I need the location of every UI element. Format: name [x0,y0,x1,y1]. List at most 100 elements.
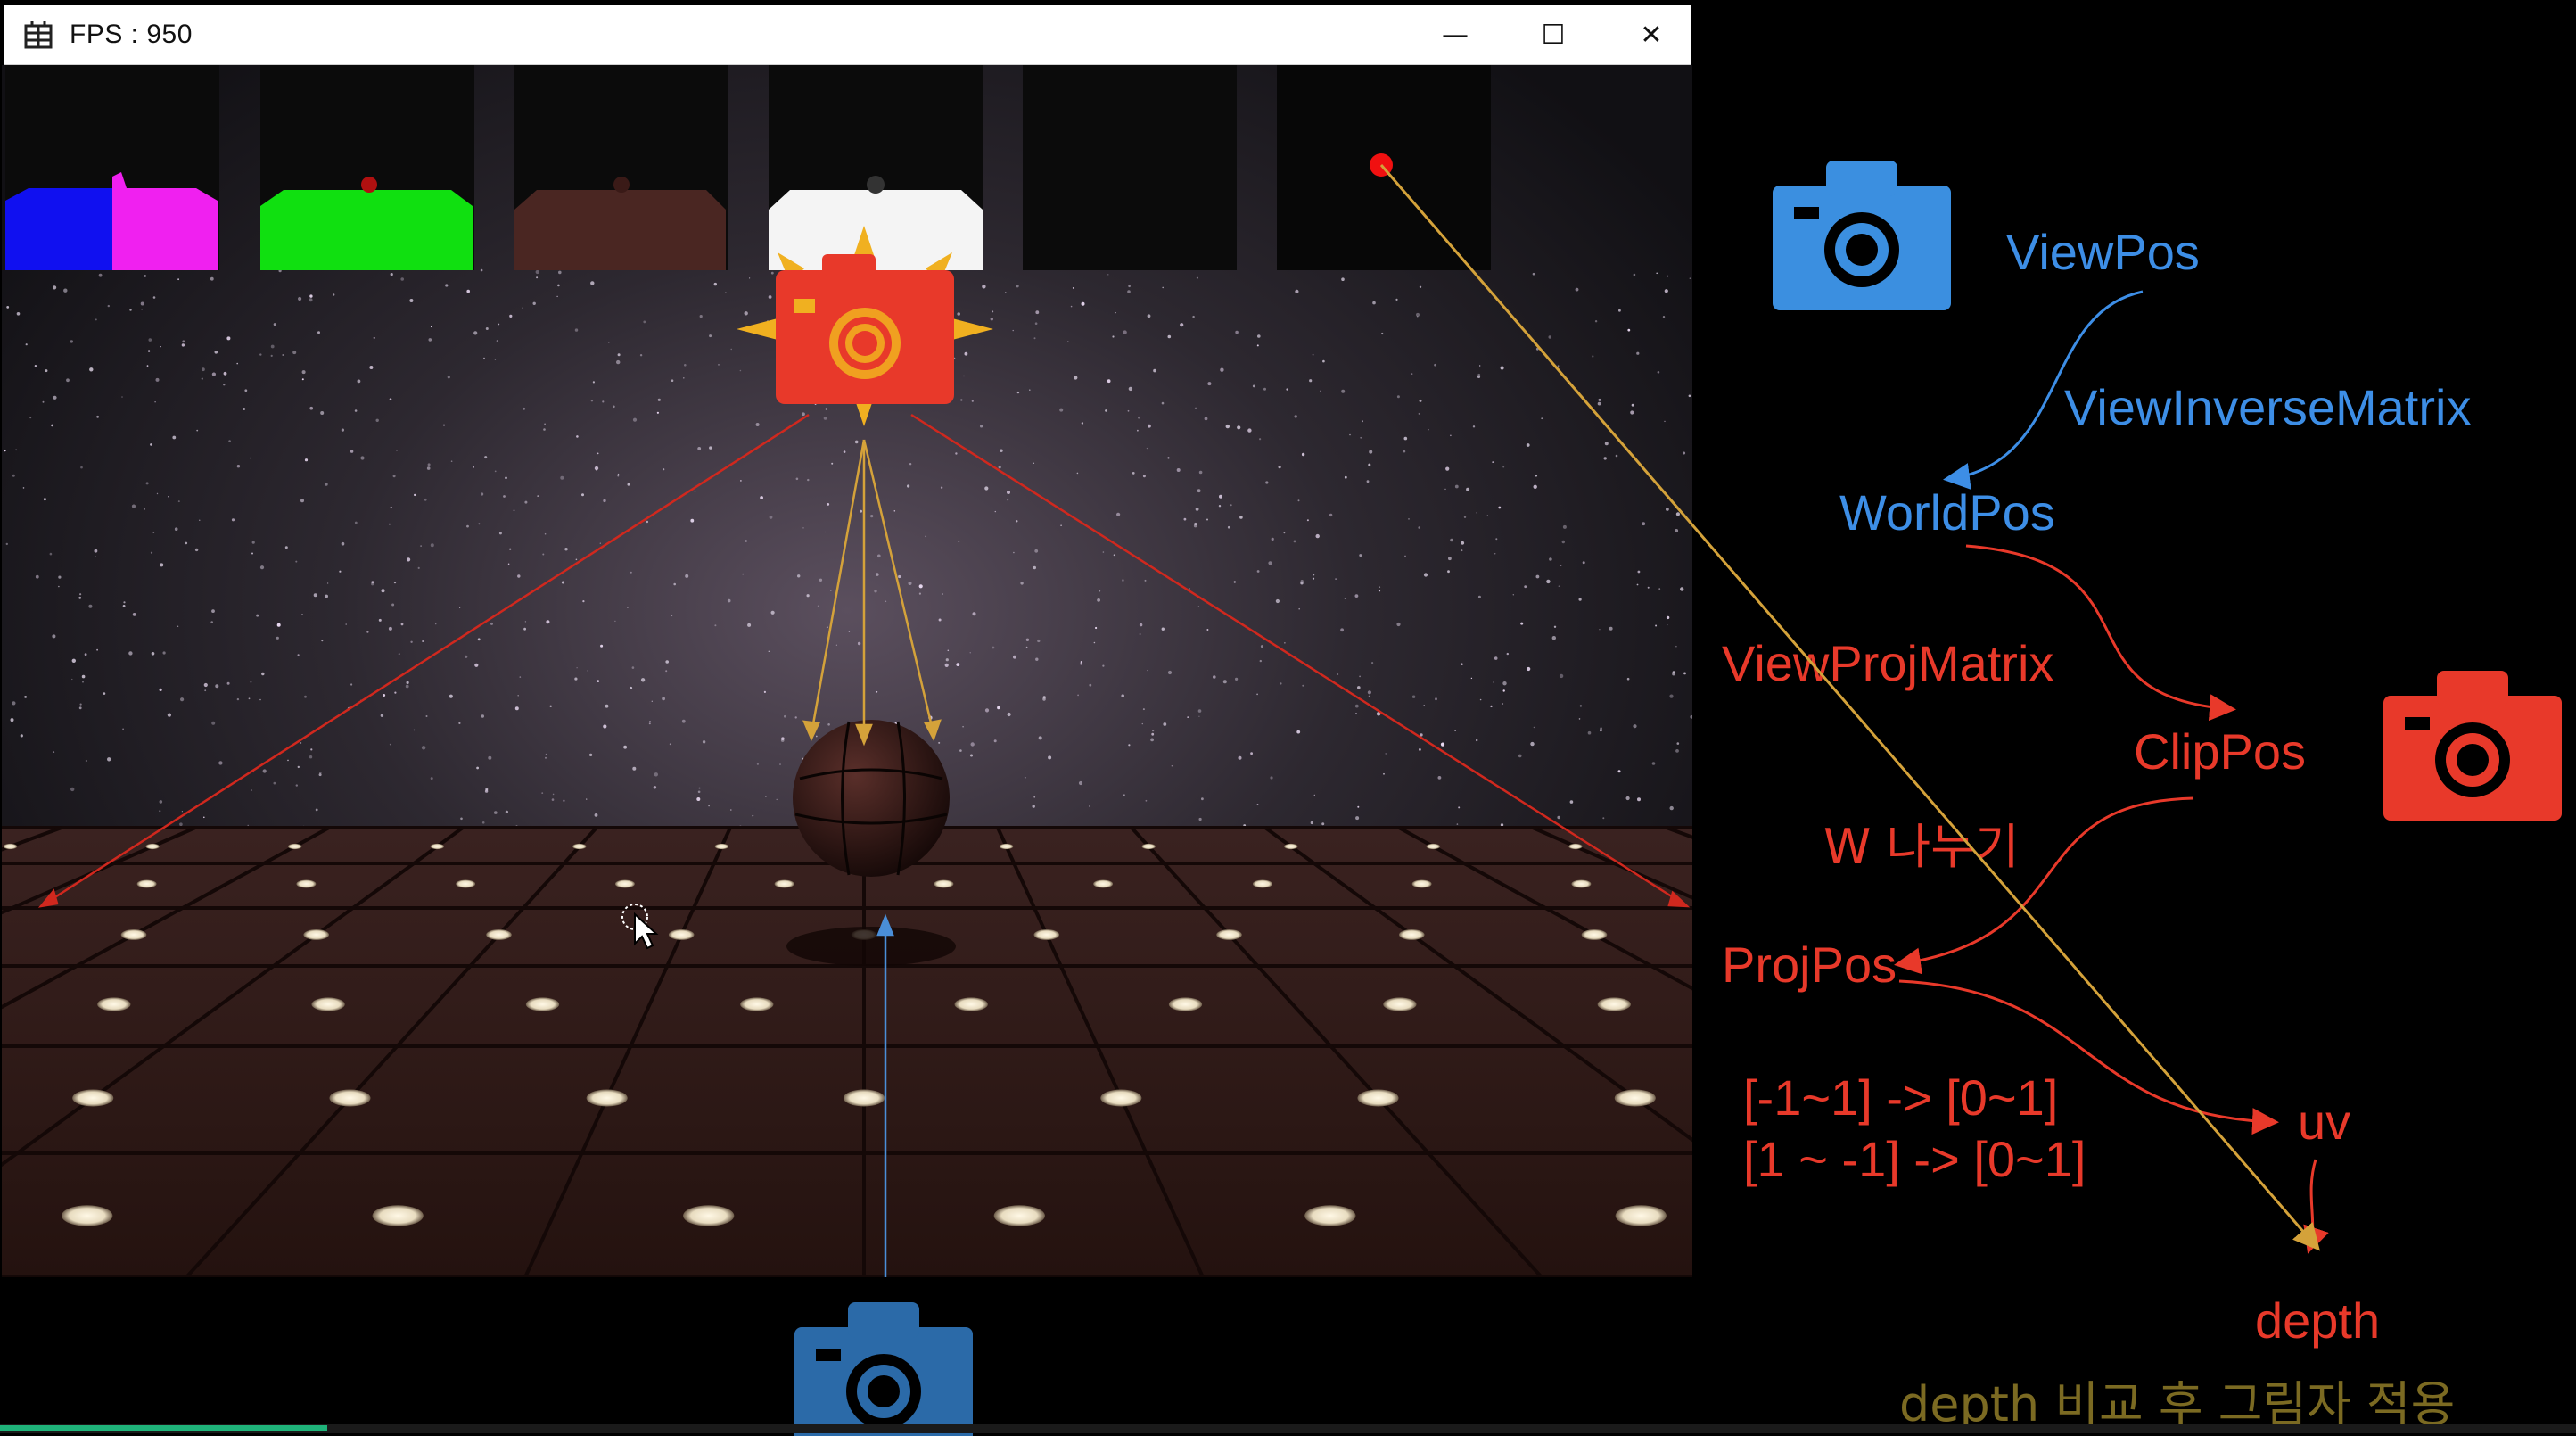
label-range-mapping-1: [-1~1] -> [0~1] [1743,1069,2059,1126]
star [371,581,374,584]
star [535,269,539,275]
star [503,495,506,498]
star [1662,316,1666,318]
star [631,666,635,669]
star [592,381,596,384]
floor-lamp [430,843,444,850]
floor-lamp [1252,879,1272,888]
star [575,558,578,561]
star [326,582,329,584]
star [730,348,732,351]
star [885,600,887,603]
star [1411,373,1413,375]
star [802,527,804,529]
video-progress-track[interactable] [0,1424,2576,1433]
star [78,596,82,599]
star [392,475,396,478]
star [992,310,994,313]
star [211,609,215,613]
star [443,424,445,426]
star [745,540,747,542]
star [309,298,313,302]
star [958,541,960,542]
star [1354,594,1359,598]
light-rays [802,439,942,747]
star [1256,693,1258,696]
star [1658,588,1661,590]
star [94,549,98,553]
star [1603,457,1607,460]
star [6,306,10,309]
title-bar[interactable]: FPS : 950 — ☐ ✕ [4,5,1691,65]
star [250,681,252,683]
star [194,548,199,552]
star [152,532,155,533]
star [141,308,144,310]
thumbnail-green-sphere [361,177,377,193]
star [1128,285,1131,288]
star [1007,491,1010,494]
star [1206,518,1208,521]
star [697,447,702,450]
render-viewport[interactable] [2,65,1692,1277]
star [662,697,665,701]
star [226,336,231,341]
camera-icon-view [1773,161,1951,310]
star [564,548,568,551]
star [80,466,83,469]
star [1450,434,1452,437]
star [82,681,84,683]
star [483,357,485,359]
star [1093,641,1096,644]
star [1150,738,1154,742]
star [1344,475,1347,479]
star [1689,277,1691,279]
star [473,466,474,468]
minimize-button[interactable]: — [1442,19,1469,51]
floor-lamp [145,843,160,850]
floor-lamp [329,1089,371,1107]
star [250,457,251,459]
star [1498,506,1502,509]
star [1461,549,1463,552]
star [1450,538,1453,542]
star [1237,425,1241,430]
star [1220,367,1224,372]
star [1669,694,1674,698]
star [1153,368,1156,373]
star [617,473,620,475]
maximize-button[interactable]: ☐ [1541,19,1566,51]
floor-lamp [62,1205,113,1226]
star [962,725,964,728]
star [546,620,550,624]
star [1341,277,1345,281]
star [558,270,562,275]
star [1167,457,1170,459]
star [1268,561,1272,565]
star [524,621,527,623]
star [16,312,21,316]
star [938,741,941,744]
floor-lamp [1100,1089,1142,1107]
star [1335,578,1337,580]
star [744,311,748,316]
star [321,640,324,642]
star [389,743,391,746]
star [1418,526,1420,529]
star [685,574,689,578]
star [1142,475,1146,478]
star [1376,712,1381,716]
star [201,377,203,380]
close-button[interactable]: ✕ [1640,19,1663,51]
star [339,570,342,573]
star [1322,359,1325,363]
star [132,613,136,616]
star [202,367,205,372]
star [1320,390,1321,392]
label-range-mapping-2: [1 ~ -1] -> [0~1] [1743,1131,2086,1187]
star [1366,480,1370,483]
floor-lamp [1614,1089,1656,1107]
star [389,523,391,525]
star [256,614,259,617]
star [561,581,564,584]
